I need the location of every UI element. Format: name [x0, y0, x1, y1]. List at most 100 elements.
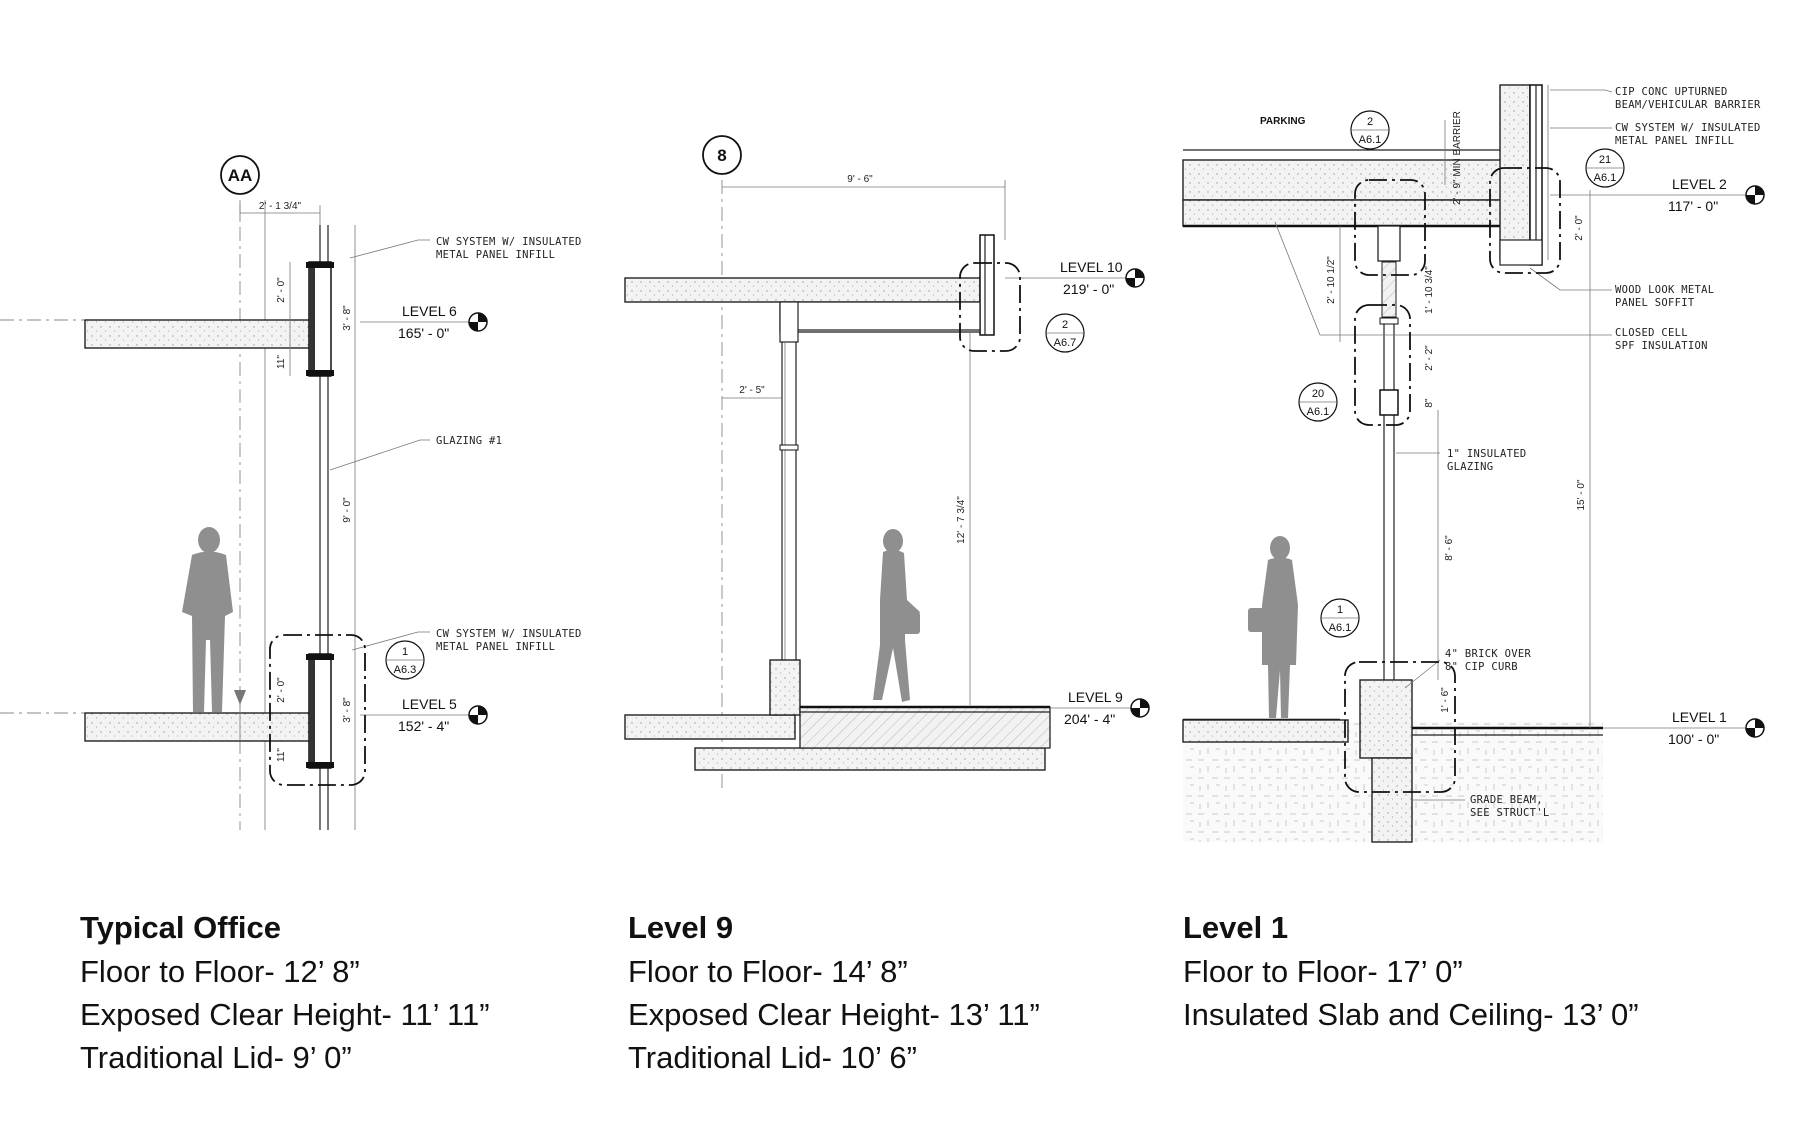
note-glazing-1: 1" INSULATED — [1447, 448, 1526, 460]
level-1-marker-icon — [1745, 718, 1765, 738]
grid-bubble-label: 8 — [717, 146, 726, 165]
upturned-beam — [1499, 84, 1531, 261]
level-10-marker-icon — [1125, 268, 1145, 288]
person-silhouette-3 — [1248, 536, 1298, 718]
level-9-name: LEVEL 9 — [1068, 689, 1123, 705]
grid-bubble-label: AA — [228, 166, 253, 185]
dim-a: 2' - 10 1/2" — [1326, 256, 1337, 304]
svg-text:21: 21 — [1599, 154, 1611, 166]
level-10-name: LEVEL 10 — [1060, 259, 1123, 275]
panel-typical-office: AA 2' - 1 3/4" 2' - 0" 3' - 8" 11" 9' - … — [0, 155, 582, 830]
dim-a: 2' - 0" — [276, 277, 287, 303]
svg-text:1: 1 — [1337, 604, 1343, 616]
dim-d: 9' - 0" — [342, 497, 353, 523]
detail-tag-sheet: A6.7 — [1054, 337, 1077, 349]
dim-e: 2' - 0" — [276, 677, 287, 703]
person-silhouette-2 — [873, 529, 920, 702]
svg-text:A6.1: A6.1 — [1594, 172, 1617, 184]
caption-line: Insulated Slab and Ceiling- 13’ 0” — [1183, 997, 1639, 1032]
panel-level-9: 8 9' - 6" 2' - 5" 12' - 7 3/4" LE — [624, 135, 1150, 790]
detail-tag-2-a61: 2 A6.1 — [1350, 110, 1390, 150]
caption-line: Floor to Floor- 14’ 8” — [628, 954, 908, 989]
note-cw-system-2: METAL PANEL INFILL — [1615, 135, 1734, 147]
note-spf-2: SPF INSULATION — [1615, 340, 1708, 352]
svg-text:A6.1: A6.1 — [1359, 134, 1382, 146]
parking-label: PARKING — [1260, 116, 1306, 127]
note-cw-top-2: METAL PANEL INFILL — [436, 249, 555, 261]
level-5-elevation: 152' - 4" — [398, 718, 449, 734]
dim-b: 1' - 10 3/4" — [1424, 266, 1435, 314]
dimension-top: 9' - 6" — [847, 174, 873, 185]
note-brick-2: 8" CIP CURB — [1445, 661, 1518, 673]
level-9-marker-icon — [1130, 698, 1150, 718]
level-10-elevation: 219' - 0" — [1063, 281, 1114, 297]
svg-text:A6.1: A6.1 — [1307, 406, 1330, 418]
svg-text:20: 20 — [1312, 388, 1324, 400]
dim-e: 8' - 6" — [1444, 535, 1455, 561]
level-2-marker-icon — [1745, 185, 1765, 205]
person-silhouette-1 — [182, 527, 233, 712]
svg-text:A6.1: A6.1 — [1329, 622, 1352, 634]
level-9-elevation: 204' - 4" — [1064, 711, 1115, 727]
grid-bubble-8 — [702, 135, 742, 175]
dim-g: 2' - 0" — [1574, 215, 1585, 241]
dim-f: 3' - 8" — [342, 697, 353, 723]
detail-tag-20-a61: 20 A6.1 — [1298, 382, 1338, 422]
dim-left: 2' - 5" — [739, 385, 765, 396]
level-2-elevation: 117' - 0" — [1668, 198, 1718, 214]
slab-level-5 — [84, 712, 311, 742]
level-5-name: LEVEL 5 — [402, 696, 457, 712]
detail-tag-1-a61: 1 A6.1 — [1320, 598, 1360, 638]
panel-level-1: PARKING 2' - 9" MIN BARRIER 2' - 10 1 — [1182, 84, 1765, 843]
level-1-elevation: 100' - 0" — [1668, 731, 1719, 747]
note-glazing: GLAZING #1 — [436, 435, 502, 447]
level-6-name: LEVEL 6 — [402, 303, 457, 319]
slab-level-6 — [84, 319, 311, 349]
note-cw-system-1: CW SYSTEM W/ INSULATED — [1615, 122, 1761, 134]
note-wood-soffit-1: WOOD LOOK METAL — [1615, 284, 1714, 296]
level-2-name: LEVEL 2 — [1672, 176, 1727, 192]
level-1-name: LEVEL 1 — [1672, 709, 1727, 725]
cip-curb — [1359, 679, 1413, 759]
dim-b: 3' - 8" — [342, 305, 353, 331]
note-grade-beam-1: GRADE BEAM, — [1470, 794, 1543, 806]
note-wood-soffit-2: PANEL SOFFIT — [1615, 297, 1695, 309]
caption-line: Exposed Clear Height- 13’ 11” — [628, 997, 1040, 1032]
note-brick-1: 4" BRICK OVER — [1445, 648, 1531, 660]
caption-line: Floor to Floor- 17’ 0” — [1183, 954, 1463, 989]
dim-f: 1' - 6" — [1440, 687, 1451, 713]
note-cw-top-1: CW SYSTEM W/ INSULATED — [436, 236, 582, 248]
caption-line: Traditional Lid- 9’ 0” — [80, 1040, 352, 1075]
caption-line: Exposed Clear Height- 11’ 11” — [80, 997, 490, 1032]
note-spf-1: CLOSED CELL — [1615, 327, 1688, 339]
caption-level-9: Level 9 Floor to Floor- 14’ 8” Exposed C… — [628, 906, 1040, 1079]
level-6-marker-icon — [468, 312, 488, 332]
detail-tag-num: 2 — [1062, 319, 1068, 331]
note-cip-beam-1: CIP CONC UPTURNED — [1615, 86, 1728, 98]
note-grade-beam-2: SEE STRUCT'L — [1470, 807, 1549, 819]
caption-title: Typical Office — [80, 910, 281, 945]
dim-c: 11" — [276, 355, 287, 369]
note-cip-beam-2: BEAM/VEHICULAR BARRIER — [1615, 99, 1761, 111]
svg-text:2: 2 — [1367, 116, 1373, 128]
grid-bubble-aa — [220, 155, 260, 195]
barrier-dimension: 2' - 9" MIN BARRIER — [1452, 111, 1463, 205]
dim-d: 8" — [1424, 398, 1435, 408]
grade-beam — [1371, 757, 1413, 843]
dim-g: 11" — [276, 748, 287, 762]
dimension-top: 2' - 1 3/4" — [259, 201, 302, 212]
detail-tag-num: 1 — [402, 646, 408, 658]
caption-level-1: Level 1 Floor to Floor- 17’ 0” Insulated… — [1183, 906, 1639, 1036]
note-glazing-2: GLAZING — [1447, 461, 1493, 473]
caption-line: Floor to Floor- 12’ 8” — [80, 954, 360, 989]
caption-title: Level 9 — [628, 910, 734, 945]
level-6-elevation: 165' - 0" — [398, 325, 449, 341]
caption-typical-office: Typical Office Floor to Floor- 12’ 8” Ex… — [80, 906, 490, 1079]
detail-tag-21-a61: 21 A6.1 — [1585, 148, 1625, 188]
level-5-marker-icon — [468, 705, 488, 725]
slab-level-10 — [624, 277, 981, 303]
detail-tag-sheet: A6.3 — [394, 664, 417, 676]
dim-clear-height: 12' - 7 3/4" — [956, 496, 967, 544]
note-cw-bottom-1: CW SYSTEM W/ INSULATED — [436, 628, 582, 640]
